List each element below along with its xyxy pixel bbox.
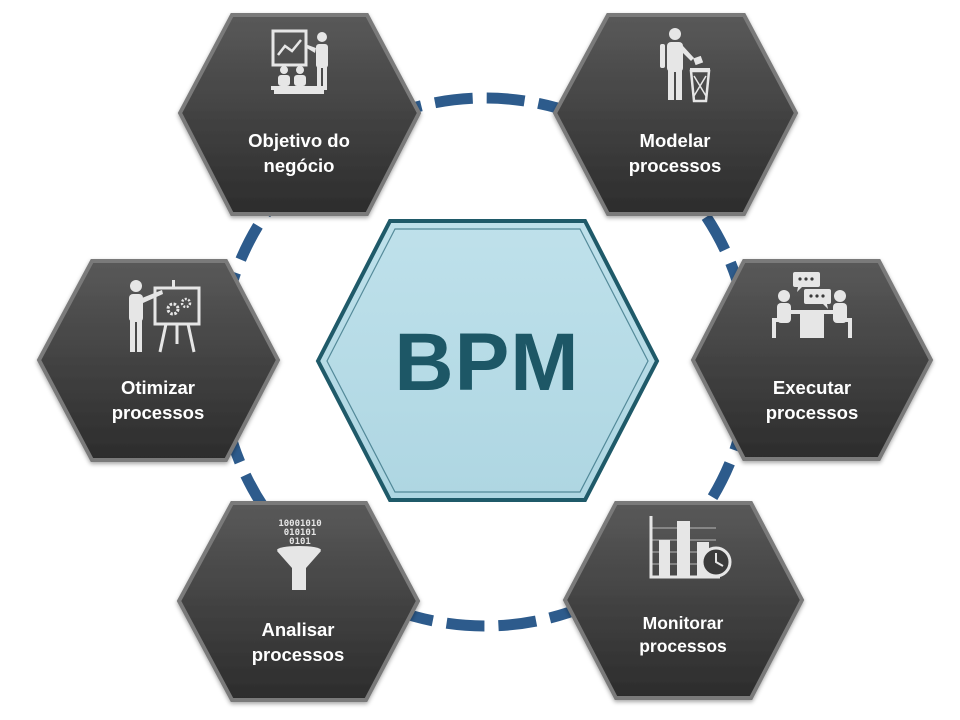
node-objetivo[interactable] xyxy=(177,13,422,216)
binary-line-2: 010101 xyxy=(284,528,317,538)
node-label-line2: negócio xyxy=(263,155,335,176)
node-monitorar[interactable] xyxy=(562,501,805,700)
binary-line-1: 10001010 xyxy=(278,519,321,529)
node-label-line1: Analisar xyxy=(261,619,335,640)
center-hexagon xyxy=(315,219,660,502)
node-otimizar[interactable] xyxy=(36,259,281,462)
node-label-line1: Otimizar xyxy=(120,377,196,398)
presenter-gears-board-icon xyxy=(129,280,201,353)
node-executar[interactable] xyxy=(690,259,934,461)
presentation-audience-icon xyxy=(271,29,328,94)
node-analisar[interactable] xyxy=(176,501,421,702)
funnel-binary-icon: 10001010 010101 0101 xyxy=(277,519,322,590)
node-label-executar[interactable]: Executar processos xyxy=(712,375,912,425)
node-label-objetivo[interactable]: Objetivo do negócio xyxy=(199,128,399,178)
node-label-line2: processos xyxy=(765,402,859,423)
node-label-line2: processos xyxy=(639,636,727,656)
node-label-line2: processos xyxy=(111,402,205,423)
node-label-monitorar[interactable]: Monitorar processos xyxy=(583,612,783,658)
node-label-line2: processos xyxy=(251,644,345,665)
node-label-line1: Modelar xyxy=(639,130,711,151)
binary-line-3: 0101 xyxy=(289,537,311,547)
node-label-modelar[interactable]: Modelar processos xyxy=(575,128,775,178)
node-label-line2: processos xyxy=(628,155,722,176)
node-label-line1: Monitorar xyxy=(642,613,724,633)
center-title: BPM xyxy=(394,317,580,408)
node-modelar[interactable] xyxy=(552,13,799,216)
node-label-analisar[interactable]: Analisar processos xyxy=(198,617,398,667)
meeting-chat-icon xyxy=(772,272,852,338)
node-label-line1: Objetivo do xyxy=(248,130,350,151)
node-label-otimizar[interactable]: Otimizar processos xyxy=(58,375,258,425)
person-trash-bin-icon xyxy=(660,28,711,103)
bar-chart-clock-icon xyxy=(649,516,732,579)
node-label-line1: Executar xyxy=(772,377,852,398)
